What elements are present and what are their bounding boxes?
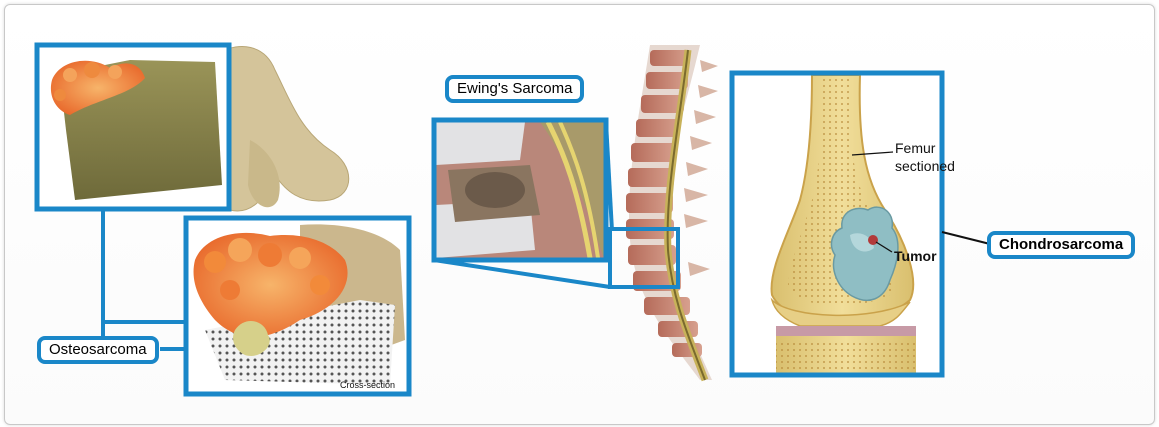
- spine-illustration: [626, 45, 718, 380]
- label-ewings-sarcoma: Ewing's Sarcoma: [445, 75, 584, 103]
- femur-illustration: [732, 73, 942, 375]
- vertebra-illustration: [215, 47, 349, 211]
- label-chondrosarcoma: Chondrosarcoma: [987, 231, 1135, 259]
- cross-section-box: [186, 218, 409, 394]
- osteosarcoma-zoom-box: [37, 45, 229, 209]
- chondrosarcoma-leader: [942, 232, 990, 244]
- annotation-sectioned: sectioned: [895, 158, 955, 175]
- annotation-cross-section: Cross-section: [340, 380, 395, 390]
- annotation-tumor: Tumor: [894, 248, 937, 265]
- annotation-femur: Femur: [895, 140, 935, 157]
- ewing-zoom-box: [434, 120, 606, 260]
- osteosarcoma-connectors: [103, 209, 186, 349]
- label-osteosarcoma: Osteosarcoma: [37, 336, 159, 364]
